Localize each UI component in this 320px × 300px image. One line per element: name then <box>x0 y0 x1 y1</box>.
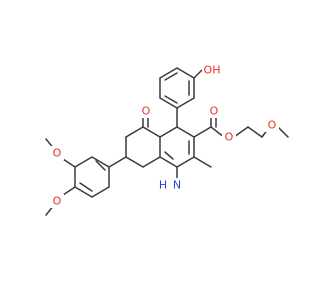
molecule-structure: OH O O O O O O <box>45 63 289 216</box>
atom-label-nitrogen: N <box>170 178 184 192</box>
atom-label-ester-o-link: O <box>222 130 236 144</box>
svg-text:H: H <box>159 179 167 192</box>
molecule-canvas: OH O O O O O O <box>45 63 289 216</box>
svg-text:OH: OH <box>204 64 221 77</box>
atom-label-ester-o-carbonyl: O <box>207 104 221 118</box>
svg-text:N: N <box>173 179 181 192</box>
svg-text:O: O <box>268 119 277 132</box>
atom-labels: OH O O O O O O <box>50 63 279 208</box>
atom-label-oh: OH <box>202 63 222 77</box>
atom-label-methoxyethyl-o: O <box>265 118 279 132</box>
svg-text:O: O <box>225 131 234 144</box>
svg-text:O: O <box>53 147 62 160</box>
atom-label-methoxy-o-upper: O <box>50 146 64 160</box>
atom-label-ketone-o: O <box>139 104 153 118</box>
svg-text:O: O <box>53 195 62 208</box>
bond-lines <box>45 67 289 216</box>
svg-text:O: O <box>142 105 151 118</box>
svg-text:O: O <box>210 105 219 118</box>
atom-label-methoxy-o-lower: O <box>50 194 64 208</box>
atom-label-hydrogen: H <box>158 178 168 192</box>
